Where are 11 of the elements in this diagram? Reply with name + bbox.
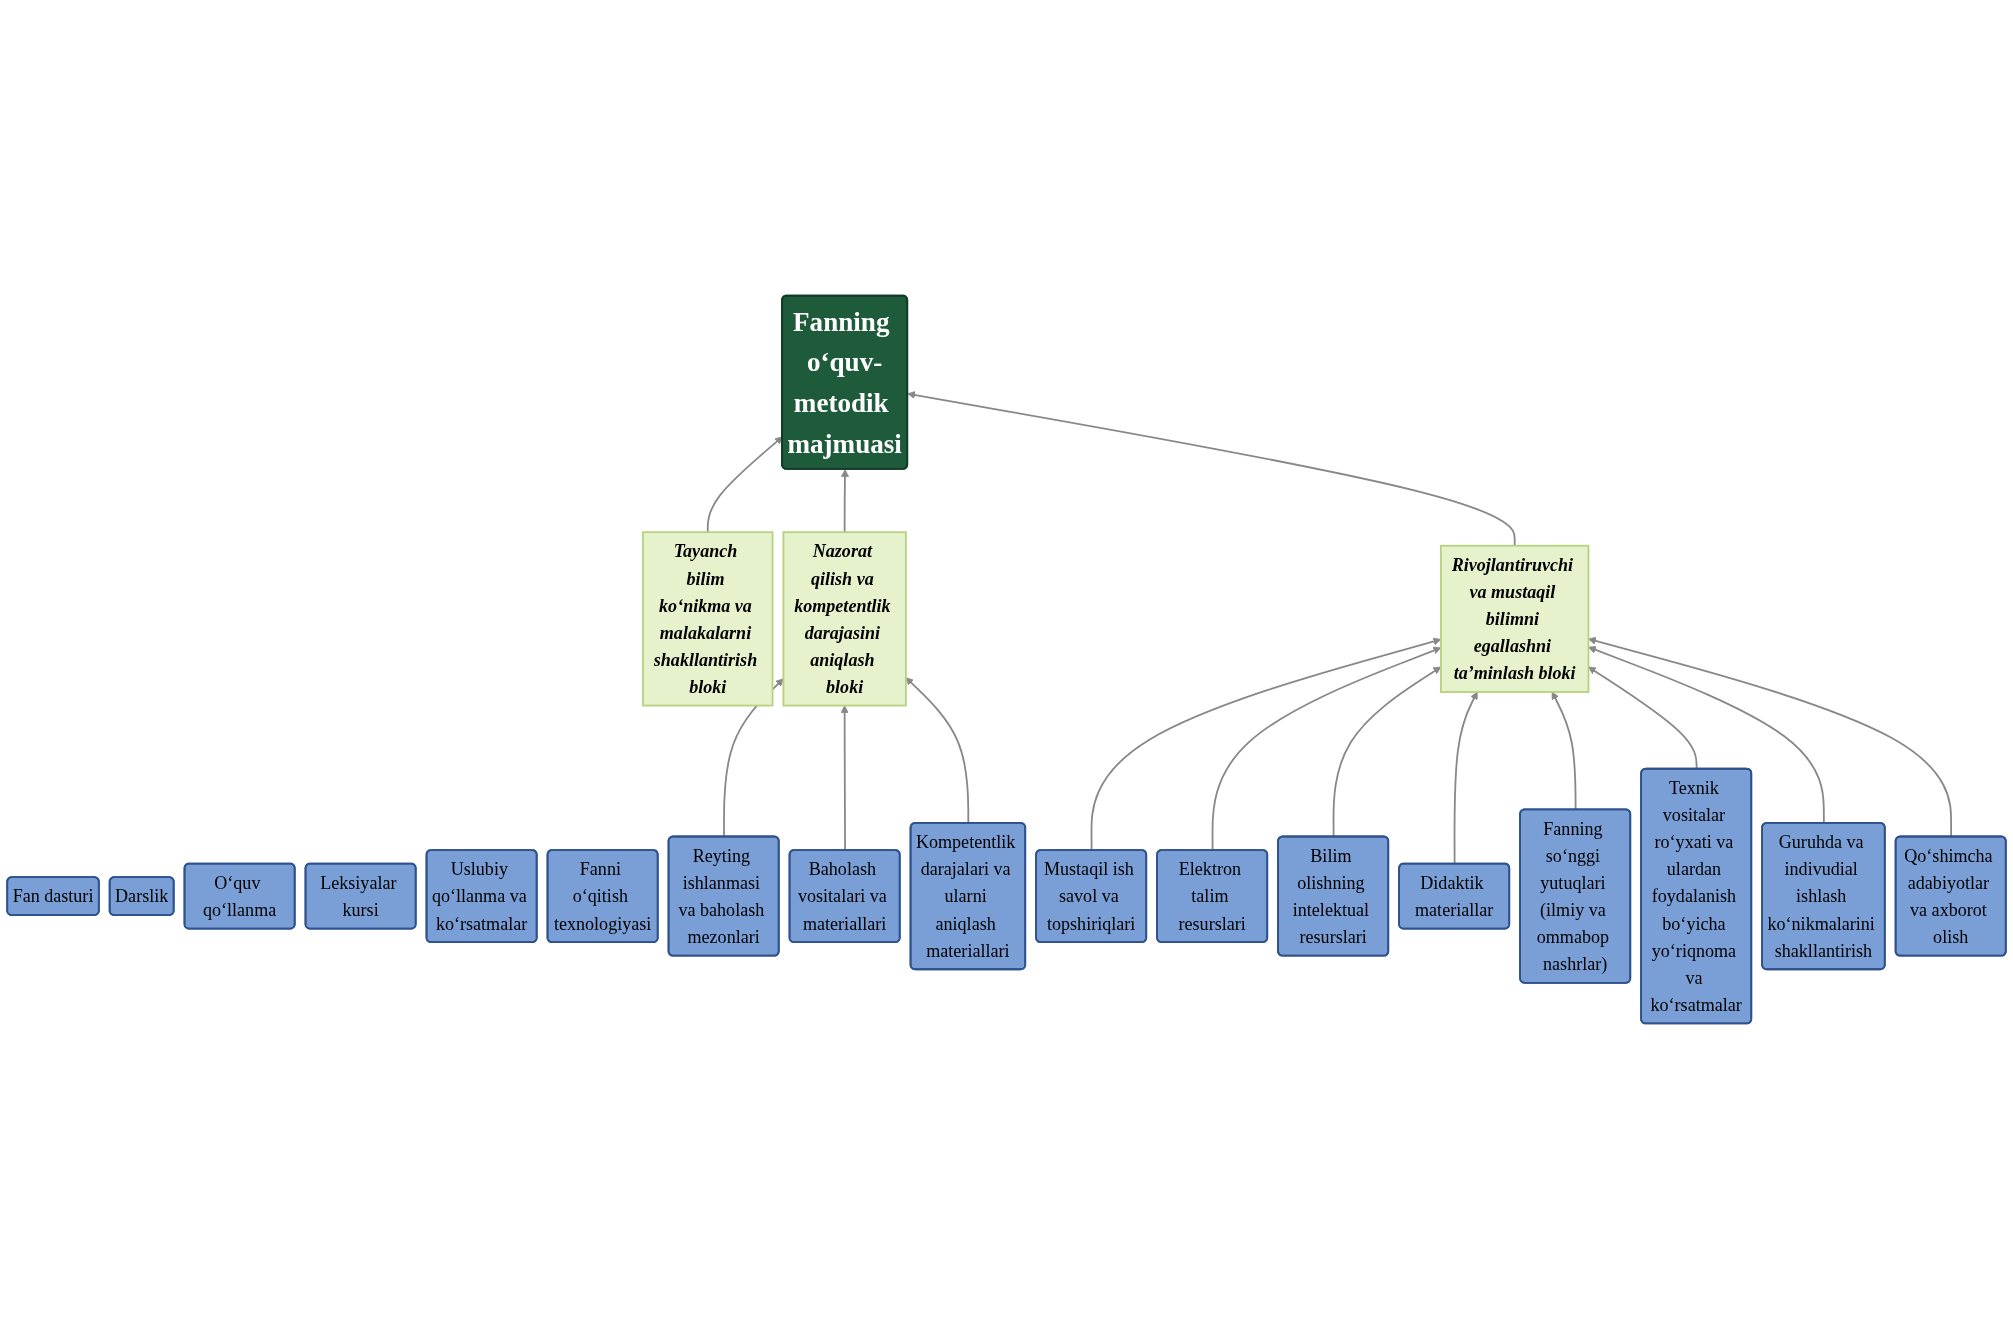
arrow xyxy=(907,391,1516,547)
arrow xyxy=(841,469,849,534)
arrow xyxy=(1453,691,1478,865)
arrow xyxy=(840,705,849,852)
arrow xyxy=(723,678,784,838)
node-box: Nazorat qilish va kompetentlik darajasini aniqlash bloki xyxy=(782,531,907,707)
node-box: Rivojlantiruvchi va mustaqil bilimni egallashni ta’minlash bloki xyxy=(1439,544,1590,693)
arrow xyxy=(1588,636,1953,838)
arrow xyxy=(706,436,783,534)
node-box: Tayanch bilim ko‘nikma va malakalarni shakllantirish bloki xyxy=(642,531,774,707)
arrow xyxy=(1551,691,1577,811)
